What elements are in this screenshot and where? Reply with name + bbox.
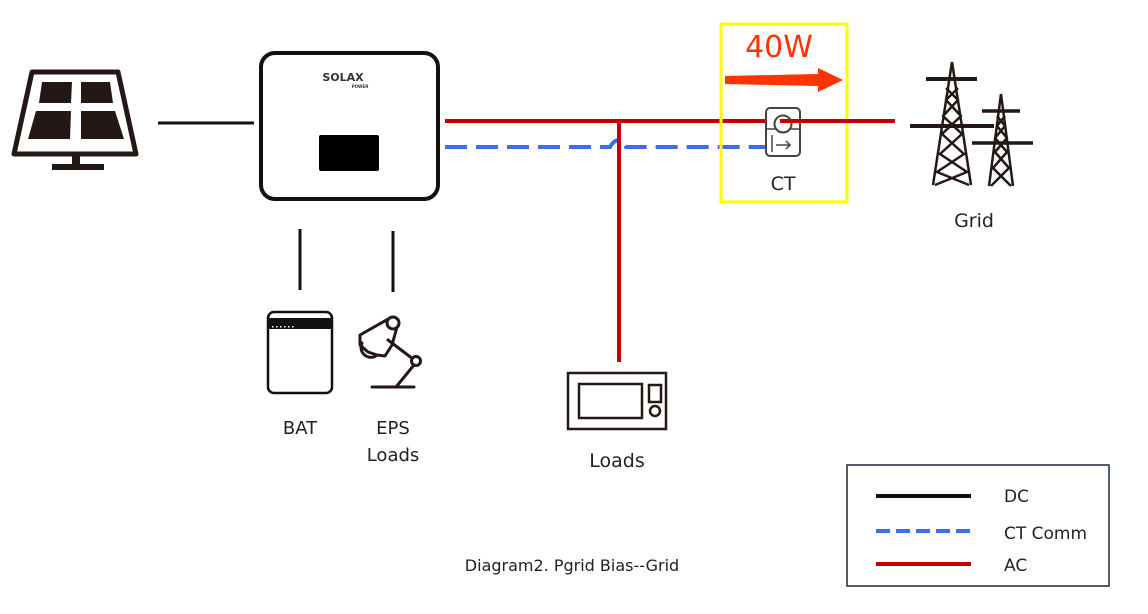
power-flow-arrow-icon xyxy=(725,68,843,92)
battery-label: BAT xyxy=(283,418,318,439)
loads-label: Loads xyxy=(589,450,644,472)
ct-highlight-box xyxy=(719,22,849,204)
inverter-brand: SOLAX xyxy=(322,71,364,84)
power-flow-value: 40W xyxy=(745,30,813,65)
microwave-icon xyxy=(566,371,668,431)
legend-label-ct-comm: CT Comm xyxy=(1004,524,1087,544)
solar-panel-icon xyxy=(11,69,139,170)
grid-label: Grid xyxy=(954,210,994,232)
current-transformer-icon xyxy=(765,107,895,157)
ct-label: CT xyxy=(771,173,796,195)
power-tower-icon xyxy=(910,61,1033,187)
legend: DC CT Comm AC xyxy=(846,464,1110,587)
legend-label-dc: DC xyxy=(1004,487,1029,507)
battery-icon xyxy=(266,310,334,395)
inverter-display xyxy=(319,135,379,171)
eps-loads-label-line1: EPS xyxy=(376,418,410,439)
inverter-icon: SOLAX POWER xyxy=(259,51,440,201)
eps-loads-label-line2: Loads xyxy=(367,445,420,466)
desk-lamp-icon xyxy=(358,315,422,389)
legend-label-ac: AC xyxy=(1004,556,1027,576)
diagram-caption: Diagram2. Pgrid Bias--Grid xyxy=(465,556,679,575)
inverter-sub-brand: POWER xyxy=(352,84,369,89)
